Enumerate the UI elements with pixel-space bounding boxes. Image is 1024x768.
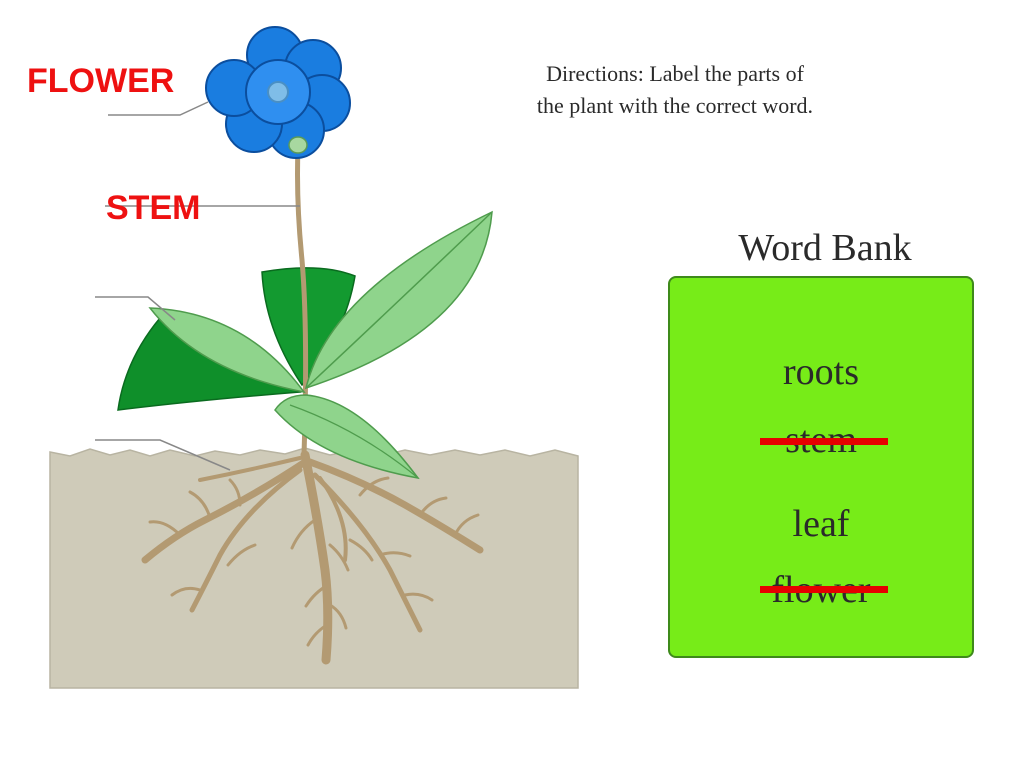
leaf-light-front bbox=[274, 394, 420, 480]
flower bbox=[205, 26, 351, 159]
stem-label: STEM bbox=[106, 189, 201, 227]
roots bbox=[141, 450, 484, 665]
leaf-light-left bbox=[148, 307, 306, 394]
directions-line-2: the plant with the correct word. bbox=[536, 93, 814, 118]
directions-line-1: Directions: Label the parts of bbox=[546, 61, 804, 86]
flower-label: FLOWER bbox=[27, 62, 175, 100]
word-roots: roots bbox=[783, 351, 859, 393]
stem bbox=[295, 147, 309, 456]
flower-sepal bbox=[288, 136, 308, 154]
word-leaf: leaf bbox=[792, 503, 850, 545]
pointer-lines bbox=[95, 101, 300, 471]
directions-text: Directions: Label the parts of the plant… bbox=[440, 58, 910, 122]
word-bank-title: Word Bank bbox=[738, 227, 912, 269]
strike-line-flower bbox=[760, 586, 888, 593]
strike-line-stem bbox=[760, 438, 888, 445]
word-bank-box: roots stem leaf flower bbox=[668, 276, 974, 658]
soil bbox=[49, 447, 579, 689]
